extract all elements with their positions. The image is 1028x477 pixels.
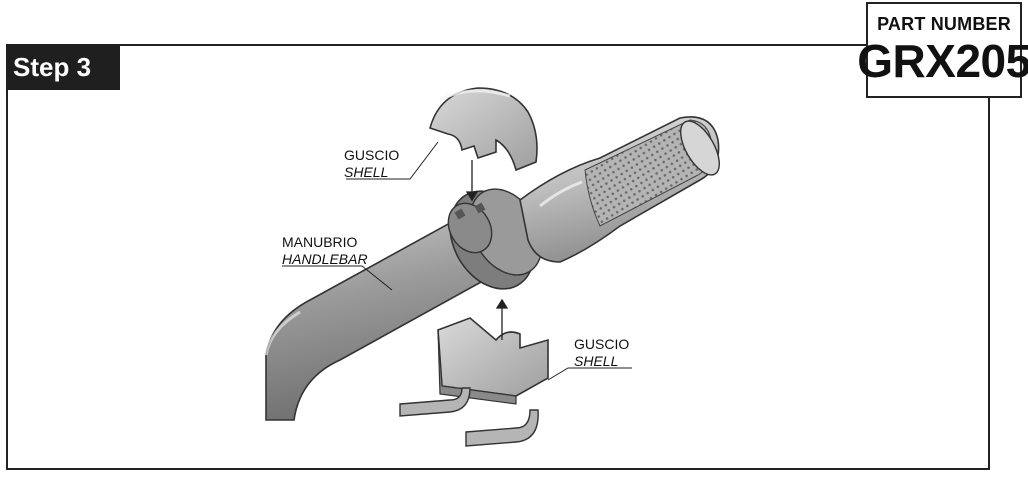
assembly-arrows — [465, 160, 509, 340]
bottom-shell-label-en: SHELL — [574, 353, 619, 369]
handlebar-label-it: MANUBRIO — [282, 234, 358, 250]
step-label: Step 3 — [6, 44, 120, 90]
bottom-shell-label-it: GUSCIO — [574, 336, 630, 352]
bottom-shell — [399, 317, 549, 447]
top-shell-label-it: GUSCIO — [344, 147, 400, 163]
top-shell-label: GUSCIO SHELL — [344, 147, 399, 181]
part-number-box: PART NUMBER GRX205 — [857, 2, 1028, 98]
diagram-frame — [6, 44, 990, 470]
top-shell — [429, 87, 538, 172]
part-number-value: GRX205 — [857, 35, 1028, 87]
part-number-label: PART NUMBER — [877, 14, 1011, 34]
leader-lines — [282, 141, 632, 381]
bottom-shell-label: GUSCIO SHELL — [574, 336, 629, 370]
handlebar-label: MANUBRIO HANDLEBAR — [282, 234, 368, 268]
handlebar-label-en: HANDLEBAR — [282, 251, 368, 267]
grip — [519, 116, 720, 263]
top-shell-label-en: SHELL — [344, 164, 389, 180]
